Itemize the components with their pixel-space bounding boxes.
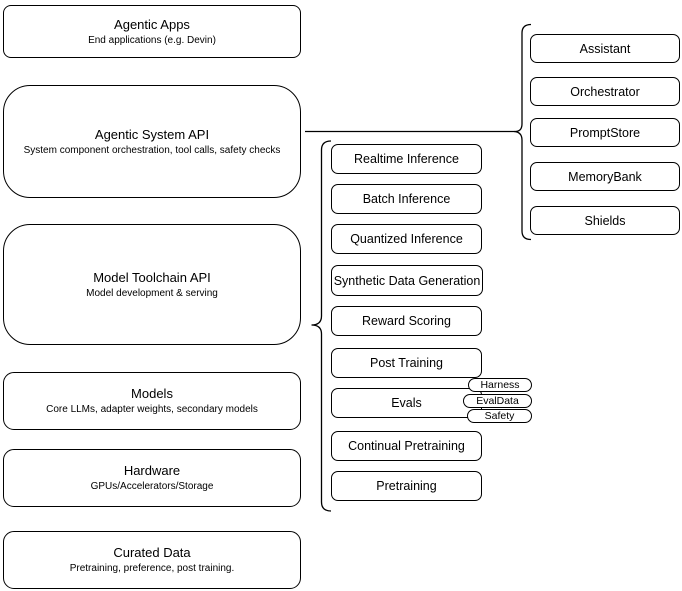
toolchain-label: Pretraining [376, 479, 437, 493]
component-box-memorybank: MemoryBank [530, 162, 680, 191]
brace-system-components-group [513, 23, 532, 241]
layer-subtitle: Core LLMs, adapter weights, secondary mo… [46, 404, 258, 415]
toolchain-box-continual-pretraining: Continual Pretraining [331, 431, 482, 461]
layer-subtitle: GPUs/Accelerators/Storage [90, 481, 214, 492]
toolchain-label: Evals [391, 396, 422, 410]
layer-box-curated-data: Curated Data Pretraining, preference, po… [3, 531, 301, 589]
toolchain-box-synthetic-data-generation: Synthetic Data Generation [331, 265, 483, 296]
toolchain-box-batch-inference: Batch Inference [331, 184, 482, 214]
layer-box-hardware: Hardware GPUs/Accelerators/Storage [3, 449, 301, 507]
eval-tag-label: Harness [480, 378, 520, 391]
toolchain-box-pretraining: Pretraining [331, 471, 482, 501]
toolchain-label: Synthetic Data Generation [333, 273, 481, 288]
toolchain-box-realtime-inference: Realtime Inference [331, 144, 482, 174]
layer-title: Model Toolchain API [93, 269, 211, 285]
layer-title: Models [131, 386, 173, 401]
layer-title: Hardware [123, 463, 181, 478]
toolchain-box-evals: Evals [331, 388, 482, 418]
eval-tag-label: EvalData [476, 394, 519, 407]
layer-title: Curated Data [113, 545, 191, 560]
eval-tag-harness: Harness [468, 378, 532, 392]
toolchain-box-reward-scoring: Reward Scoring [331, 306, 482, 336]
layer-box-agentic-apps: Agentic Apps End applications (e.g. Devi… [3, 5, 301, 58]
brace-toolchain-group [311, 140, 332, 512]
toolchain-label: Post Training [370, 356, 443, 370]
layer-title: Agentic System API [94, 126, 210, 142]
layer-subtitle: End applications (e.g. Devin) [88, 34, 216, 46]
toolchain-label: Reward Scoring [362, 314, 451, 328]
component-label: MemoryBank [568, 169, 642, 184]
layer-subtitle: Model development & serving [86, 287, 218, 299]
eval-tag-label: Safety [484, 409, 515, 422]
layer-title: Agentic Apps [114, 16, 190, 32]
component-box-assistant: Assistant [530, 34, 680, 63]
layer-subtitle: Pretraining, preference, post training. [69, 563, 235, 574]
toolchain-label: Batch Inference [362, 192, 451, 206]
component-box-shields: Shields [530, 206, 680, 235]
layer-box-models: Models Core LLMs, adapter weights, secon… [3, 372, 301, 430]
toolchain-box-post-training: Post Training [331, 348, 482, 378]
component-label: Assistant [579, 41, 631, 56]
layer-subtitle: System component orchestration, tool cal… [23, 144, 281, 156]
component-label: Orchestrator [570, 84, 640, 99]
layer-box-model-toolchain-api: Model Toolchain API Model development & … [3, 224, 301, 345]
toolchain-label: Realtime Inference [354, 152, 459, 166]
toolchain-box-quantized-inference: Quantized Inference [331, 224, 482, 254]
component-label: PromptStore [569, 125, 641, 140]
eval-tag-evaldata: EvalData [463, 394, 532, 408]
component-box-promptstore: PromptStore [530, 118, 680, 147]
toolchain-label: Continual Pretraining [348, 439, 465, 453]
component-label: Shields [584, 213, 626, 228]
toolchain-label: Quantized Inference [350, 232, 463, 246]
eval-tag-safety: Safety [467, 409, 532, 423]
component-box-orchestrator: Orchestrator [530, 77, 680, 106]
layer-box-agentic-system-api: Agentic System API System component orch… [3, 85, 301, 198]
